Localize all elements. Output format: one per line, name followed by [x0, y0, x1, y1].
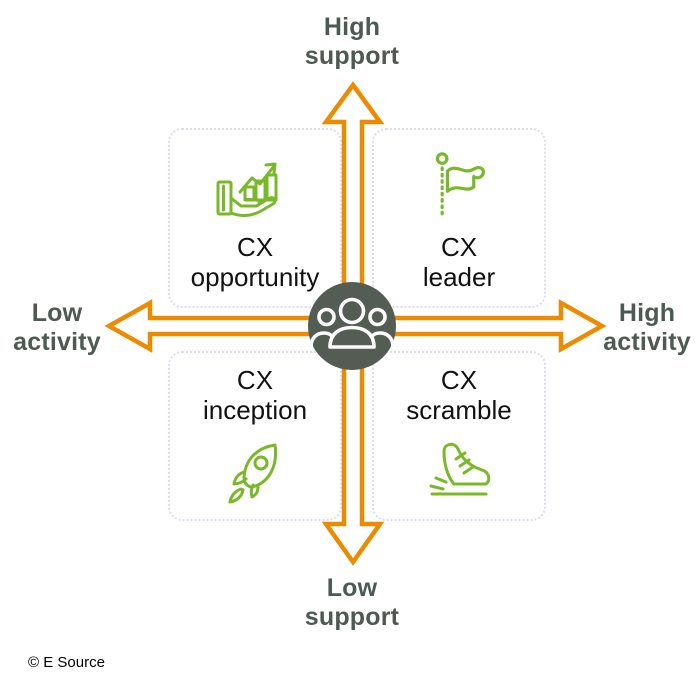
quadrant-card-cx-leader: CX leader: [372, 128, 546, 308]
quadrant-card-cx-scramble: CX scramble: [372, 351, 546, 521]
quadrant-card-cx-inception: CX inception: [168, 351, 342, 521]
axis-label-low-support: Low support: [304, 574, 400, 631]
people-group-icon: [309, 297, 395, 349]
copyright-text: © E Source: [28, 654, 105, 671]
quadrant-card-cx-opportunity: CX opportunity: [168, 128, 342, 308]
quadrant-label: CX scramble: [406, 365, 512, 425]
quadrant-label: CX leader: [422, 232, 496, 292]
center-circle: [308, 282, 396, 370]
axis-label-high-activity: High activity: [603, 299, 691, 356]
quadrant-label: CX opportunity: [190, 232, 320, 292]
running-shoe-icon: [419, 429, 499, 511]
growth-chart-hand-icon: [215, 146, 295, 228]
rocket-icon: [217, 429, 293, 511]
axis-label-high-support: High support: [304, 13, 400, 70]
quadrant-label: CX inception: [202, 365, 308, 425]
flag-icon: [429, 146, 489, 228]
axis-label-low-activity: Low activity: [13, 299, 101, 356]
